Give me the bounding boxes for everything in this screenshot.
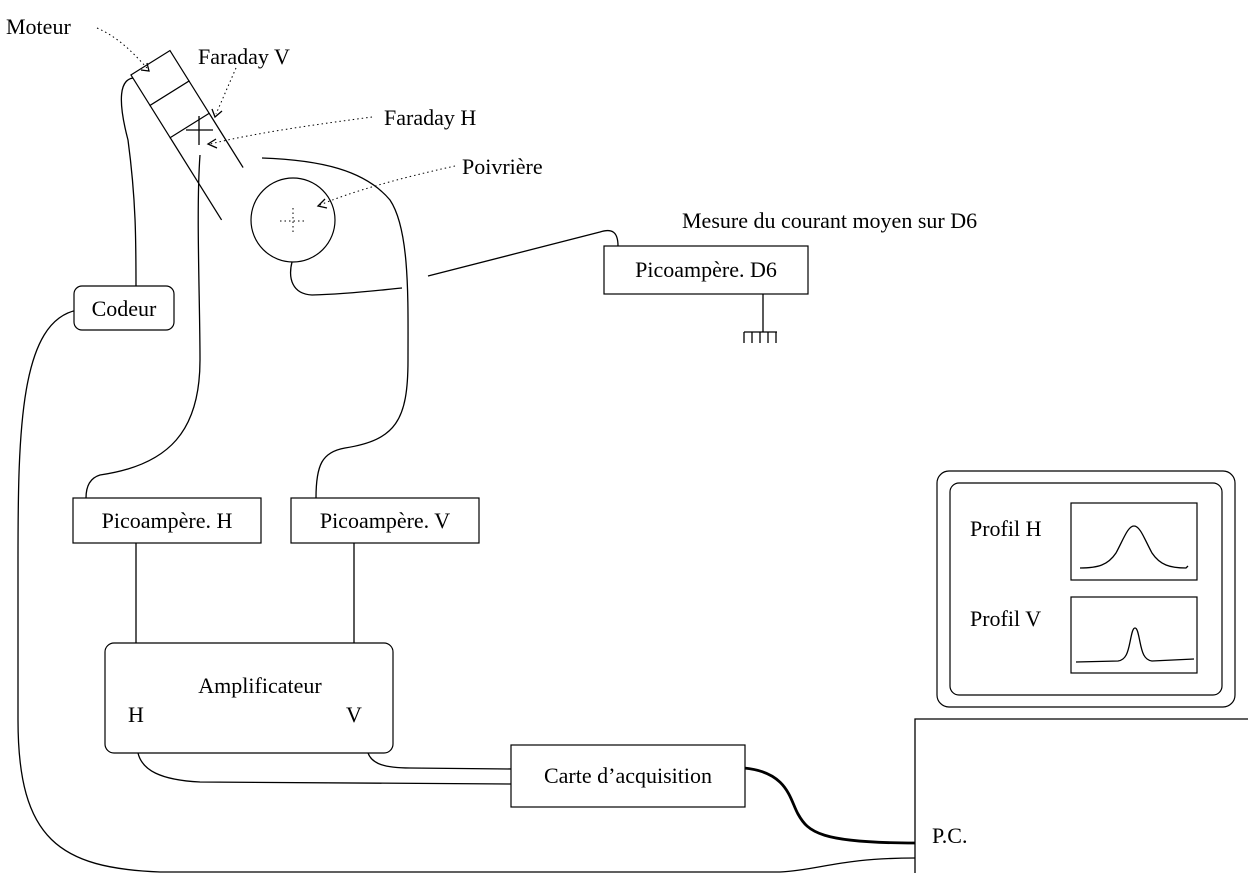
ground-symbol: [743, 294, 777, 343]
faraday-cross: [186, 116, 213, 145]
profil-h-plot: [1070, 502, 1198, 581]
pointer-poivriere: [316, 165, 456, 209]
pico-d6-box: [603, 245, 809, 295]
pico-v-box: [290, 497, 480, 544]
profil-v-curve: [1075, 627, 1195, 663]
pico-h-box: [72, 497, 262, 544]
wire-codeur-pc: [17, 309, 916, 873]
label-carte: Carte d’acquisition: [544, 763, 712, 788]
faraday-cup: [149, 80, 211, 139]
carte-box: [510, 744, 746, 808]
label-faraday-v: Faraday V: [198, 44, 290, 69]
pc-outline: [914, 718, 1248, 873]
wire-motor-codeur: [120, 77, 138, 291]
rotating-arm: [130, 49, 244, 221]
label-amp-v: V: [346, 702, 362, 727]
wire-amp-h-carte: [137, 752, 513, 785]
wire-faraday-h-pico-h: [85, 154, 201, 499]
label-pico-d6: Picoampère. D6: [635, 257, 777, 282]
label-poivriere: Poivrière: [462, 154, 543, 179]
label-moteur: Moteur: [6, 14, 71, 39]
profil-h-curve: [1079, 525, 1189, 569]
label-amp-h: H: [128, 702, 144, 727]
label-pico-h: Picoampère. H: [102, 508, 233, 533]
label-pc: P.C.: [932, 823, 967, 848]
label-pico-v: Picoampère. V: [320, 508, 450, 533]
poivriere-circle: [250, 177, 336, 263]
wire-amp-v-carte: [367, 752, 513, 770]
wire-poivriere-pico-d6: [289, 261, 403, 296]
label-amplificateur: Amplificateur: [198, 673, 322, 698]
pointer-faraday-h: [206, 116, 373, 149]
codeur-box: [73, 285, 175, 331]
label-profil-v: Profil V: [970, 606, 1041, 631]
wire-carte-pc: [743, 766, 916, 845]
amplificateur-box: [104, 642, 394, 754]
label-faraday-h: Faraday H: [384, 105, 476, 130]
monitor: [936, 470, 1236, 708]
pointer-moteur: [96, 27, 150, 72]
pointer-faraday-v: [211, 67, 237, 119]
wire-poivriere-pico-d6-2: [427, 229, 619, 277]
label-codeur: Codeur: [92, 296, 157, 321]
label-profil-h: Profil H: [970, 516, 1042, 541]
wire-faraday-v-pico-v: [261, 157, 409, 499]
label-mesure-d6: Mesure du courant moyen sur D6: [682, 208, 977, 233]
